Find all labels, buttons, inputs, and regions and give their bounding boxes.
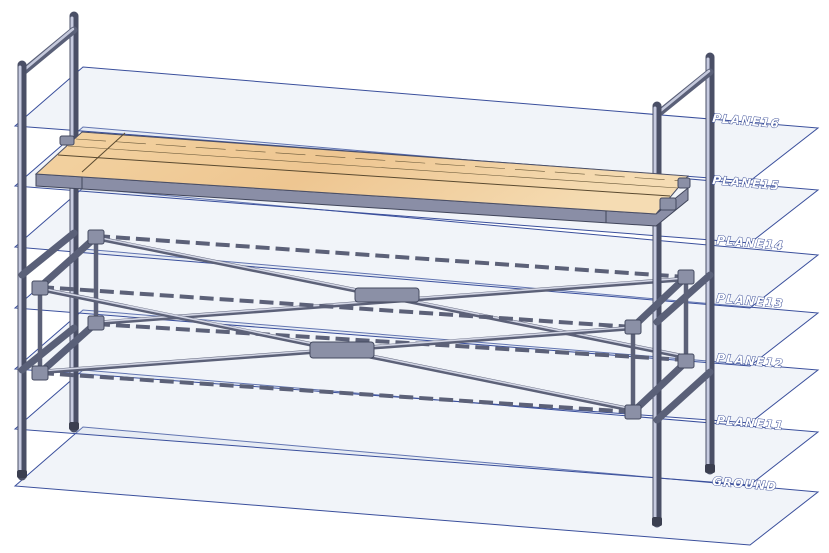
plane-14[interactable] — [13, 187, 820, 309]
couplers — [31, 229, 695, 420]
plane-ground[interactable] — [13, 426, 820, 546]
end-frames — [18, 229, 714, 424]
plane-labels: PLANE16 PLANE15 PLANE14 PLANE13 PLANE12 … — [711, 111, 785, 495]
platform-deck[interactable] — [34, 131, 691, 227]
plane-label[interactable]: PLANE16 — [711, 111, 781, 132]
plane-label[interactable]: PLANE15 — [711, 173, 781, 194]
plane-label[interactable]: PLANE13 — [715, 291, 785, 312]
back-frame — [19, 11, 715, 475]
brace-center-clamp-front[interactable] — [309, 341, 375, 359]
plane-label[interactable]: GROUND — [711, 474, 778, 495]
brace-center-clamp-back[interactable] — [354, 287, 420, 303]
plane-label[interactable]: PLANE11 — [715, 413, 785, 434]
deck-top-face — [34, 131, 690, 215]
plane-11[interactable] — [13, 369, 820, 486]
plane-label[interactable]: PLANE14 — [715, 233, 785, 254]
plane-label[interactable]: PLANE12 — [715, 351, 785, 372]
